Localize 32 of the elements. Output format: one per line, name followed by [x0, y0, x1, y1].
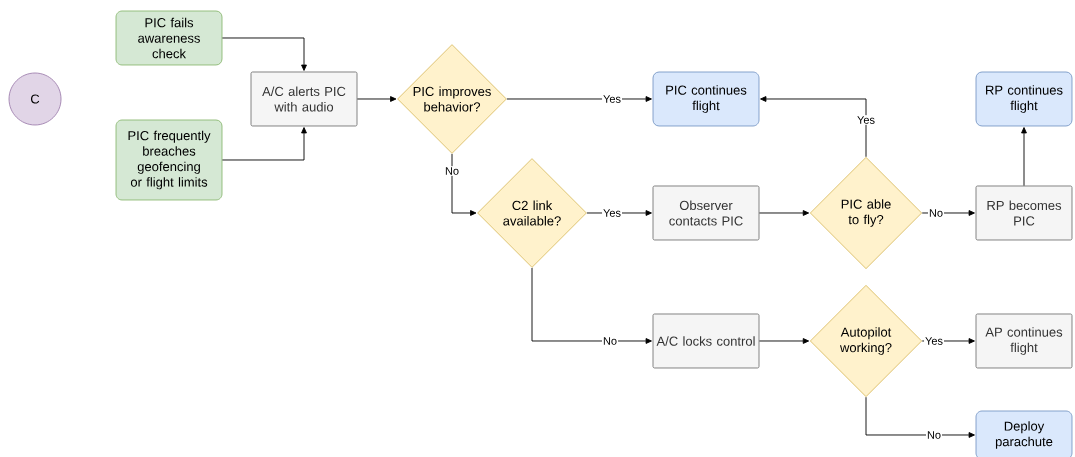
end-box: RP continues flight [975, 71, 1073, 127]
arrow [221, 37, 307, 71]
process-box: AP continues flight [975, 313, 1073, 369]
edge-label: No [444, 166, 461, 176]
process-box: A/C locks control [652, 313, 760, 369]
arrow [921, 338, 975, 344]
process-box: PIC frequently breaches geofencing or flight limits [115, 119, 223, 201]
edge-label: Yes [602, 94, 622, 104]
edge-label: Yes [856, 115, 876, 125]
arrow [221, 127, 307, 161]
arrow [921, 210, 975, 216]
arrow [758, 210, 810, 216]
arrow [586, 210, 652, 216]
arrow [356, 96, 397, 102]
arrow [760, 96, 867, 158]
process-box: PIC fails awareness check [115, 10, 223, 66]
end-box: Deploy parachute [975, 410, 1073, 457]
process-box: RP becomes PIC [975, 185, 1073, 241]
process-box: A/C alerts PIC with audio [250, 71, 358, 127]
edge-label: Yes [602, 208, 622, 218]
arrow [531, 267, 652, 344]
arrow [865, 396, 975, 438]
arrow [506, 96, 652, 102]
edge-label: No [925, 430, 943, 440]
edge-label: No [602, 336, 619, 346]
arrow [758, 338, 810, 344]
end-box: PIC continues flight [652, 71, 760, 127]
process-box: Observer contacts PIC [652, 185, 760, 241]
arrow [1021, 127, 1027, 187]
arrow [451, 153, 477, 216]
edge-label: Yes [924, 336, 944, 346]
edge-label: No [927, 208, 945, 218]
